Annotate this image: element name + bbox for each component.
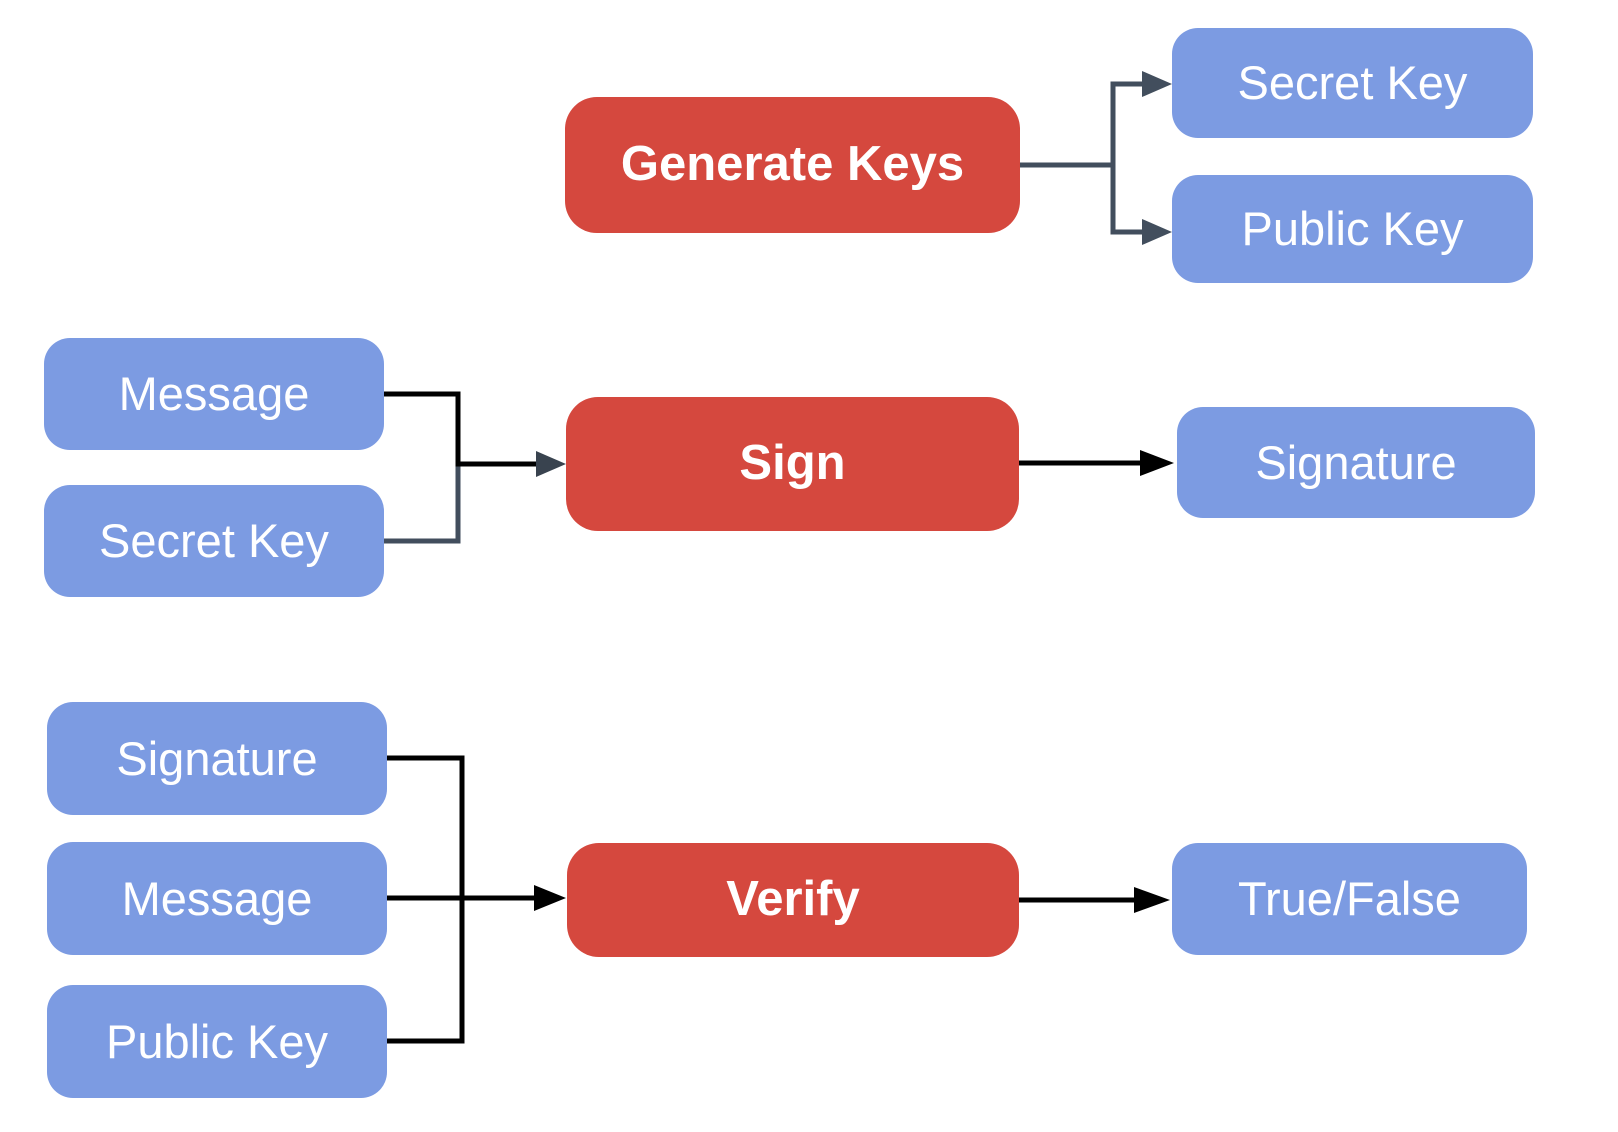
arrowhead-to-sign <box>536 451 566 477</box>
node-signature-output: Signature <box>1177 407 1535 518</box>
node-sign: Sign <box>566 397 1019 531</box>
connector-verify-inputs <box>384 755 541 1044</box>
connector-message-to-sign <box>380 391 541 467</box>
arrowhead-to-public-key <box>1142 219 1172 245</box>
connector-secret-key-to-sign <box>380 461 461 544</box>
node-message-sign-input: Message <box>44 338 384 450</box>
node-verify: Verify <box>567 843 1019 957</box>
node-generate-keys: Generate Keys <box>565 97 1020 233</box>
node-message-verify-input: Message <box>47 842 387 955</box>
arrowhead-to-verify <box>534 885 566 911</box>
node-secret-key-sign-input: Secret Key <box>44 485 384 597</box>
node-secret-key-output: Secret Key <box>1172 28 1533 138</box>
node-true-false-output: True/False <box>1172 843 1527 955</box>
arrowhead-to-signature <box>1140 450 1174 476</box>
node-public-key-output: Public Key <box>1172 175 1533 283</box>
node-signature-verify-input: Signature <box>47 702 387 815</box>
arrowhead-to-secret-key <box>1142 71 1172 97</box>
connector-keygen-branch <box>1017 81 1147 235</box>
node-public-key-verify-input: Public Key <box>47 985 387 1098</box>
arrowhead-to-true-false <box>1134 887 1170 913</box>
